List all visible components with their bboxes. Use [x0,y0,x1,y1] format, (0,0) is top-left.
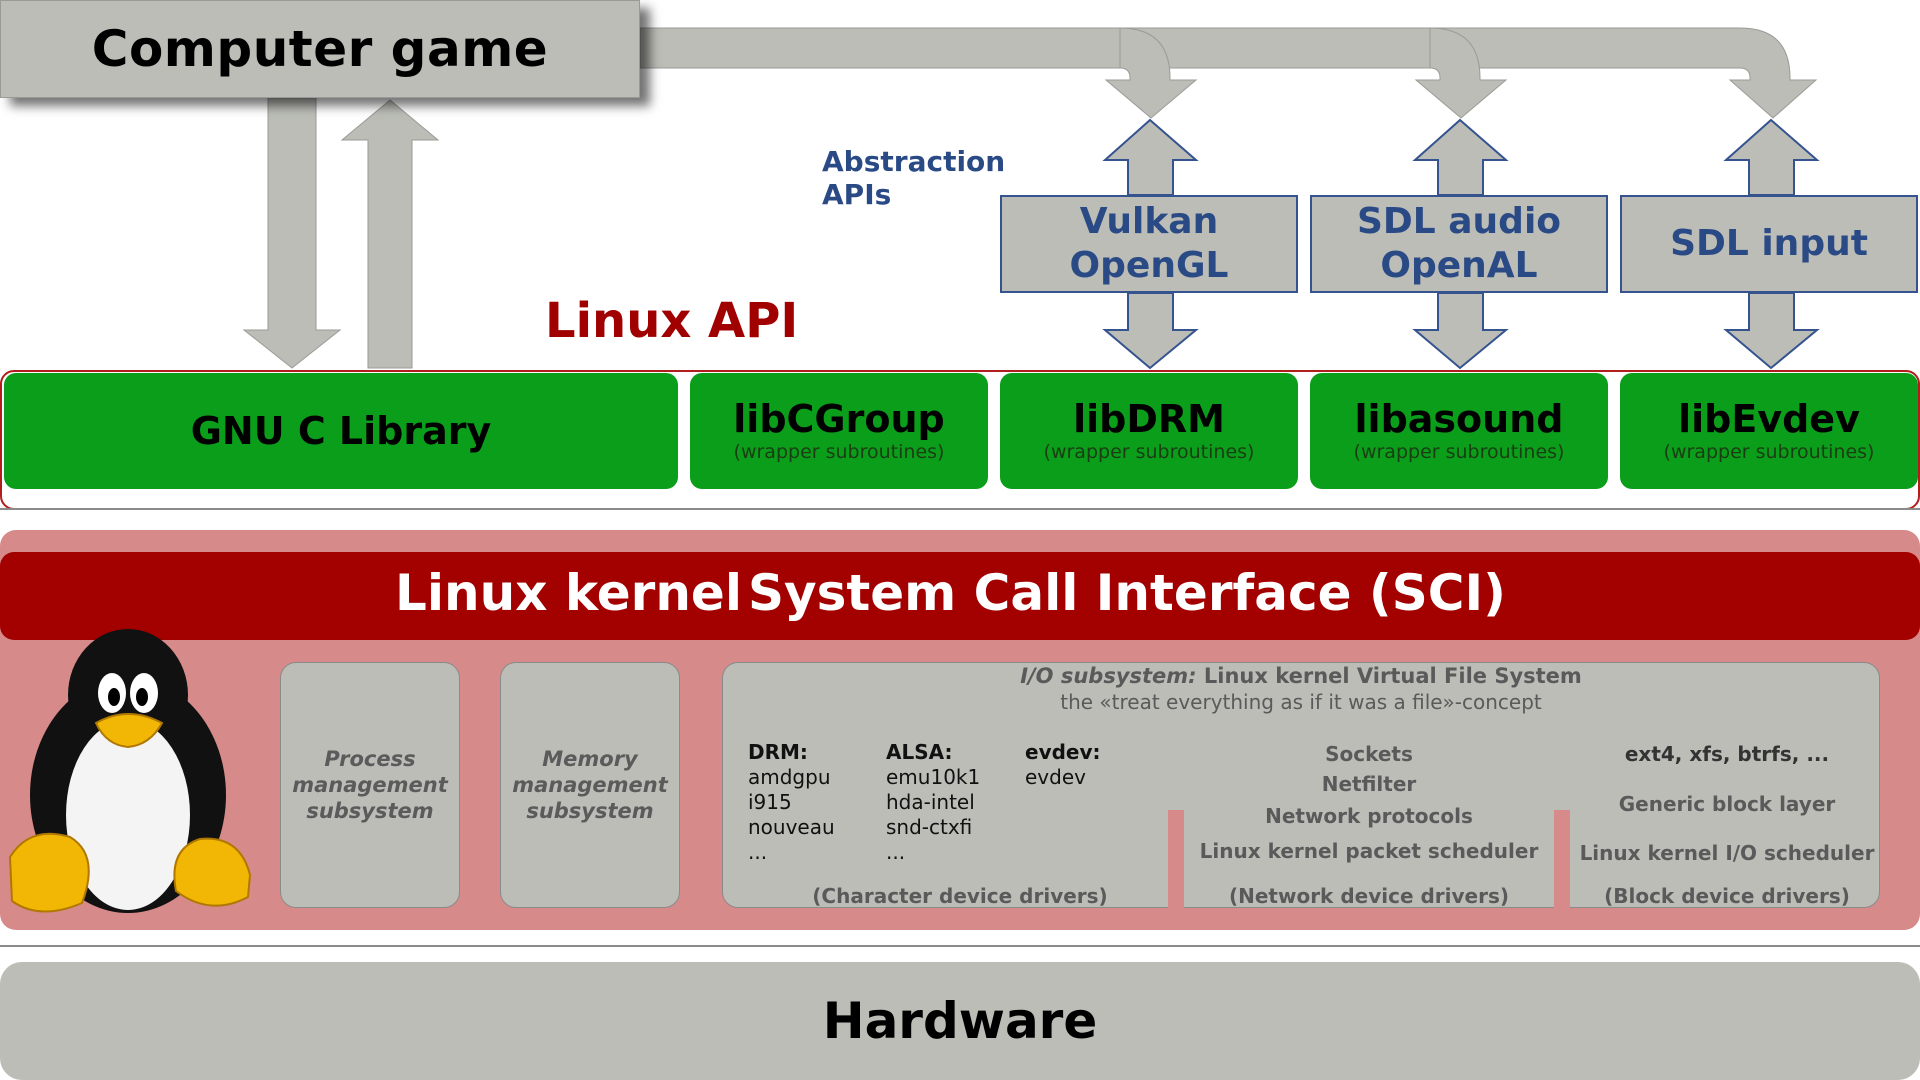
drm-item: nouveau [748,815,835,839]
alsa-item: snd-ctxfi [886,815,973,839]
alsa-column: ALSA: emu10k1 hda-intel snd-ctxfi ... [886,740,980,865]
lib-sub: (wrapper subroutines) [733,441,945,463]
net-drivers-label: (Network device drivers) [1228,884,1510,908]
lib-box-libasound: libasound (wrapper subroutines) [1310,373,1608,489]
sdl-input-up-arrow [1723,118,1820,196]
api-box-sdl-audio: SDL audio OpenAL [1310,195,1608,293]
evdev-item: evdev [1025,765,1086,789]
lib-name: libCGroup [733,397,945,441]
lib-box-glibc: GNU C Library [4,373,678,489]
lib-name: libasound [1354,397,1564,441]
hardware-box: Hardware [0,962,1920,1080]
separator-bar [1554,810,1570,910]
block-drivers-label: (Block device drivers) [1604,884,1850,908]
sci-left-label: Linux kernel [395,564,742,622]
api-box-line1: SDL input [1670,223,1868,264]
io-title-rest: Linux kernel Virtual File System [1196,664,1582,688]
api-box-line2: OpenAL [1380,245,1538,286]
lib-name: libEvdev [1678,397,1860,441]
process-line3: subsystem [306,799,434,823]
branch-arrow-sdl-audio [1414,27,1508,119]
separator-bar [1168,810,1184,910]
lib-box-libdrm: libDRM (wrapper subroutines) [1000,373,1298,489]
lib-sub: (wrapper subroutines) [1043,441,1255,463]
lib-sub: (wrapper subroutines) [1663,441,1875,463]
sdl-input-down-arrow [1723,292,1820,370]
api-box-vulkan: Vulkan OpenGL [1000,195,1298,293]
memory-line2: management [512,773,668,797]
alsa-item: emu10k1 [886,765,981,789]
down-arrow-game-to-glibc [242,97,342,369]
drm-header: DRM: [748,740,808,764]
io-title-italic: I/O subsystem: [1020,664,1197,688]
lib-name: GNU C Library [190,409,492,453]
evdev-header: evdev: [1025,740,1101,764]
process-management-box: Process management subsystem [280,662,460,908]
sci-right-label: System Call Interface (SCI) [748,564,1506,622]
api-box-line1: SDL audio [1356,201,1562,242]
block-generic-layer: Generic block layer [1618,792,1836,816]
api-box-line1: Vulkan [1079,201,1219,242]
drm-column: DRM: amdgpu i915 nouveau ... [748,740,835,865]
system-call-interface-bar: Linux kernel System Call Interface (SCI) [0,552,1920,640]
computer-game-box: Computer game [0,0,640,98]
process-line1: Process [324,747,416,771]
api-box-line2: OpenGL [1069,245,1229,286]
drm-item: i915 [748,790,792,814]
linux-api-label: Linux API [545,293,799,349]
memory-line3: subsystem [526,799,654,823]
divider [0,508,1920,510]
alsa-item: hda-intel [886,790,975,814]
net-netfilter: Netfilter [1321,772,1417,796]
vulkan-up-arrow [1102,118,1199,196]
memory-management-box: Memory management subsystem [500,662,680,908]
sdl-audio-up-arrow [1412,118,1509,196]
lib-sub: (wrapper subroutines) [1353,441,1565,463]
evdev-column: evdev: evdev [1025,740,1101,790]
process-line2: management [292,773,448,797]
vulkan-down-arrow [1102,292,1199,370]
drm-item: ... [748,840,768,864]
net-packet-scheduler: Linux kernel packet scheduler [1199,839,1539,863]
up-arrow-glibc-to-game [340,99,440,369]
hardware-label: Hardware [822,992,1098,1050]
divider [0,945,1920,947]
io-subsystem-box [722,662,1880,908]
abstraction-apis-label: Abstraction APIs [822,145,1006,211]
computer-game-label: Computer game [91,20,549,78]
memory-line1: Memory [542,747,638,771]
sdl-audio-down-arrow [1412,292,1509,370]
tux-penguin-logo [8,629,252,913]
alsa-header: ALSA: [886,740,953,764]
io-title: I/O subsystem: Linux kernel Virtual File… [722,664,1880,688]
block-io-scheduler: Linux kernel I/O scheduler [1579,841,1875,865]
io-subtitle: the «treat everything as if it was a fil… [1060,690,1542,714]
branch-arrow-vulkan [1104,27,1198,119]
char-drivers-label: (Character device drivers) [812,884,1108,908]
net-protocols: Network protocols [1265,804,1473,828]
alsa-item: ... [886,840,906,864]
lib-box-libevdev: libEvdev (wrapper subroutines) [1620,373,1918,489]
lib-name: libDRM [1073,397,1225,441]
api-box-sdl-input: SDL input [1620,195,1918,293]
lib-box-libcgroup: libCGroup (wrapper subroutines) [690,373,988,489]
block-filesystems: ext4, xfs, btrfs, ... [1624,742,1830,766]
trunk-arrow [639,27,1818,119]
drm-item: amdgpu [748,765,831,789]
net-sockets: Sockets [1325,742,1413,766]
